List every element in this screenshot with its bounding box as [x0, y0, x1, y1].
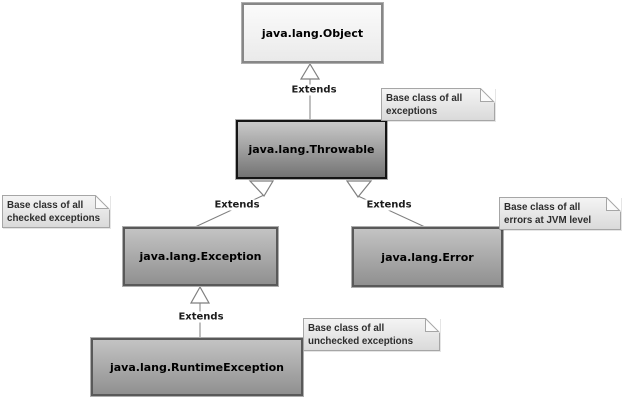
class-box-throwable[interactable]: java.lang.Throwable — [236, 120, 387, 179]
note-base-class-of-all-exceptions[interactable]: Base class of all exceptions — [381, 88, 495, 121]
generalization-arrowhead-icon — [189, 285, 211, 304]
note-text-line: Base class of all — [308, 323, 385, 334]
note-fold-icon — [606, 197, 621, 212]
edge-label-extends: Extends — [289, 84, 339, 96]
note-base-class-of-unchecked-exceptions[interactable]: Base class of all unchecked exceptions — [303, 318, 440, 351]
class-label: java.lang.Object — [261, 26, 364, 40]
note-text-line: Base class of all — [386, 93, 463, 104]
note-fold-icon — [480, 88, 495, 103]
note-base-class-of-checked-exceptions[interactable]: Base class of all checked exceptions — [2, 195, 110, 228]
class-label: java.lang.Exception — [139, 250, 262, 263]
edge-label-extends: Extends — [176, 311, 226, 323]
note-text-line: checked exceptions — [7, 213, 101, 224]
note-text-line: Base class of all — [7, 200, 84, 211]
edge-label-extends: Extends — [364, 199, 414, 211]
generalization-arrowhead-icon — [345, 180, 373, 199]
generalization-arrowhead-icon — [299, 62, 321, 80]
edge-label-extends: Extends — [212, 199, 262, 211]
class-box-object[interactable]: java.lang.Object — [242, 3, 383, 63]
note-fold-icon — [425, 318, 440, 333]
note-text-line: unchecked exceptions — [308, 336, 414, 347]
class-box-exception[interactable]: java.lang.Exception — [123, 227, 278, 286]
class-label: java.lang.Error — [381, 250, 474, 264]
note-base-class-of-jvm-errors[interactable]: Base class of all errors at JVM level — [499, 197, 621, 230]
note-text-line: Base class of all — [504, 202, 581, 213]
note-fold-icon — [95, 195, 110, 210]
class-box-runtime-exception[interactable]: java.lang.RuntimeException — [91, 338, 303, 396]
generalization-arrowhead-icon — [248, 180, 275, 197]
class-box-error[interactable]: java.lang.Error — [352, 227, 503, 287]
note-text-line: errors at JVM level — [504, 215, 592, 226]
class-label: java.lang.Throwable — [248, 143, 375, 156]
note-text-line: exceptions — [386, 106, 438, 117]
class-label: java.lang.RuntimeException — [109, 360, 284, 374]
